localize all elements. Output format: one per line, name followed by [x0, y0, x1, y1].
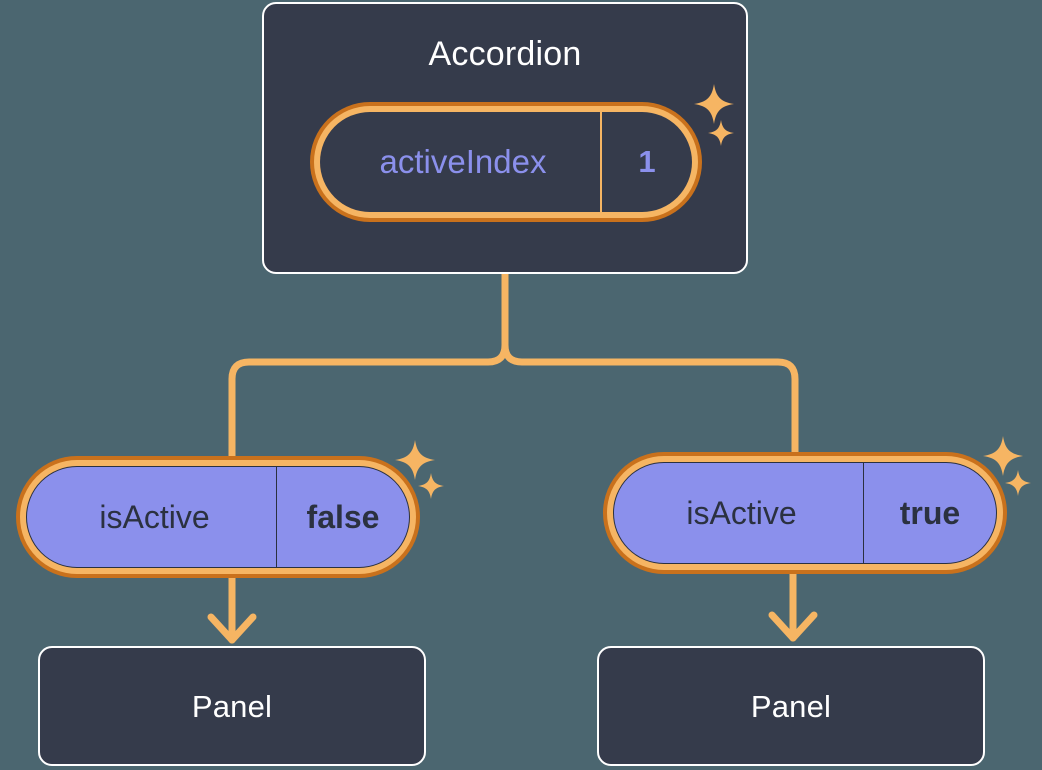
state-pill-value: 1: [600, 112, 692, 212]
panel-right-title: Panel: [750, 688, 832, 724]
state-pill-key: activeIndex: [379, 143, 547, 180]
prop-pill-key-right: isActive: [686, 494, 797, 531]
component-box-panel-left[interactable]: Panel: [38, 646, 426, 766]
panel-left-title: Panel: [191, 688, 273, 724]
prop-pill-right-is-active[interactable]: isActive true: [603, 452, 1007, 574]
accordion-title: Accordion: [428, 35, 582, 73]
component-box-panel-right[interactable]: Panel: [597, 646, 985, 766]
arrow-right-pill-to-panel: [768, 570, 818, 642]
state-pill-body: activeIndex 1: [320, 112, 692, 212]
connector-branch-left: [228, 341, 509, 466]
prop-pill-value-left: false: [276, 467, 409, 567]
prop-pill-body-left: isActive false: [26, 466, 410, 568]
prop-pill-body-right: isActive true: [613, 462, 997, 564]
state-pill-ring: activeIndex 1: [314, 106, 698, 218]
sparkle-four-point-small-icon: [418, 473, 444, 499]
prop-pill-left-is-active[interactable]: isActive false: [16, 456, 420, 578]
prop-pill-value-right: true: [863, 463, 996, 563]
sparkle-four-point-small-icon: [1005, 470, 1031, 496]
connector-branch-right: [501, 341, 799, 462]
prop-pill-ring-right: isActive true: [607, 456, 1003, 570]
prop-pill-key-left: isActive: [99, 498, 210, 535]
state-pill-active-index[interactable]: activeIndex 1: [310, 102, 702, 222]
prop-pill-ring-left: isActive false: [20, 460, 416, 574]
arrow-left-pill-to-panel: [207, 572, 257, 644]
